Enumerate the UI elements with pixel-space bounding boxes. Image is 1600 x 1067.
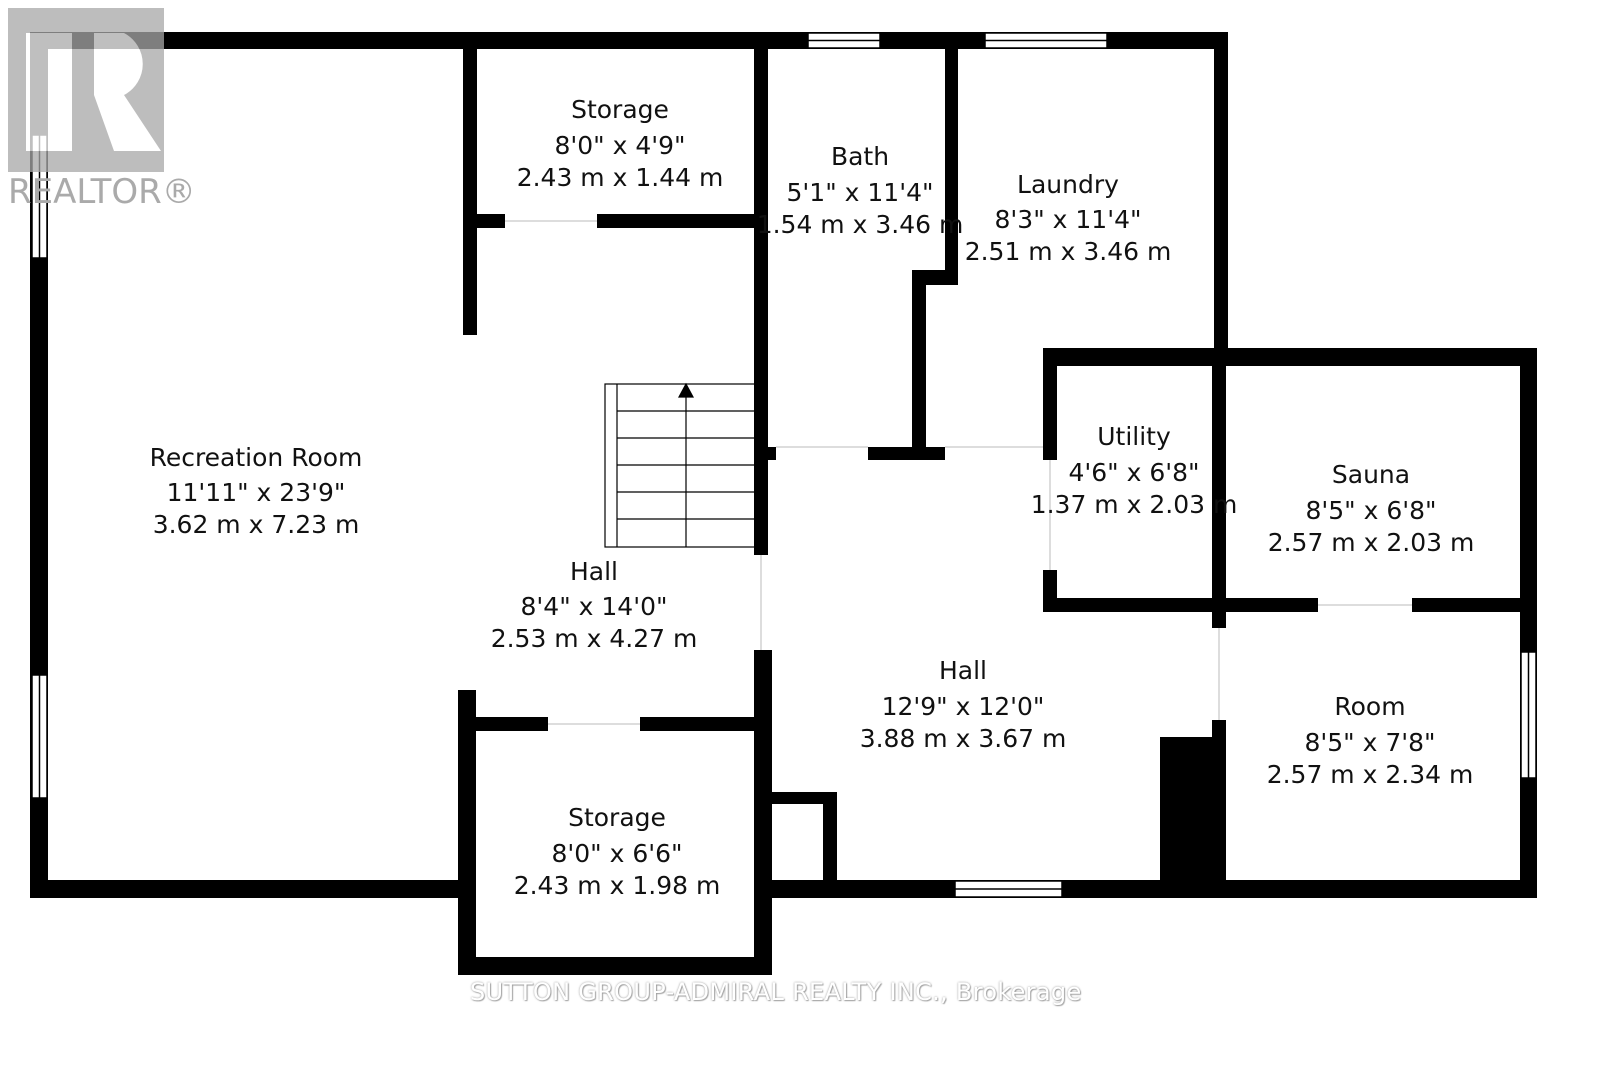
svg-text:2.51 m x 3.46 m: 2.51 m x 3.46 m bbox=[965, 237, 1172, 266]
svg-text:Laundry: Laundry bbox=[1017, 170, 1119, 199]
room-bath: Bath 5'1" x 11'4" 1.54 m x 3.46 m bbox=[757, 142, 964, 239]
svg-text:Room: Room bbox=[1334, 692, 1405, 721]
room-storage-top: Storage 8'0" x 4'9" 2.43 m x 1.44 m bbox=[517, 95, 724, 192]
stairs bbox=[604, 382, 756, 548]
svg-text:8'0" x 4'9": 8'0" x 4'9" bbox=[554, 131, 685, 160]
door-openings bbox=[505, 220, 1412, 725]
svg-text:3.62 m x 7.23 m: 3.62 m x 7.23 m bbox=[153, 510, 360, 539]
svg-text:2.43 m x 1.98 m: 2.43 m x 1.98 m bbox=[514, 871, 721, 900]
svg-text:Recreation Room: Recreation Room bbox=[150, 443, 363, 472]
room-hall-left: Hall 8'4" x 14'0" 2.53 m x 4.27 m bbox=[491, 557, 698, 653]
svg-text:8'3" x 11'4": 8'3" x 11'4" bbox=[995, 205, 1142, 234]
svg-text:2.57 m x 2.03 m: 2.57 m x 2.03 m bbox=[1268, 528, 1475, 557]
svg-text:11'11" x 23'9": 11'11" x 23'9" bbox=[167, 478, 346, 507]
svg-text:8'0" x 6'6": 8'0" x 6'6" bbox=[551, 839, 682, 868]
realtor-r-logo-icon bbox=[8, 8, 164, 172]
brokerage-watermark: SUTTON GROUP-ADMIRAL REALTY INC., Broker… bbox=[470, 978, 1082, 1006]
svg-text:2.57 m x 2.34 m: 2.57 m x 2.34 m bbox=[1267, 760, 1474, 789]
room-sauna: Sauna 8'5" x 6'8" 2.57 m x 2.03 m bbox=[1268, 460, 1475, 557]
svg-text:Utility: Utility bbox=[1097, 422, 1171, 451]
room-room: Room 8'5" x 7'8" 2.57 m x 2.34 m bbox=[1267, 692, 1474, 789]
stairs-up-arrow-icon bbox=[677, 382, 695, 398]
svg-text:Hall: Hall bbox=[570, 557, 618, 586]
svg-text:Hall: Hall bbox=[939, 656, 987, 685]
svg-text:Sauna: Sauna bbox=[1332, 460, 1410, 489]
svg-text:4'6" x 6'8": 4'6" x 6'8" bbox=[1068, 458, 1199, 487]
svg-text:1.37 m x 2.03 m: 1.37 m x 2.03 m bbox=[1031, 490, 1238, 519]
room-laundry: Laundry 8'3" x 11'4" 2.51 m x 3.46 m bbox=[965, 170, 1172, 266]
svg-text:Storage: Storage bbox=[568, 803, 666, 832]
room-storage-bottom: Storage 8'0" x 6'6" 2.43 m x 1.98 m bbox=[514, 803, 721, 900]
svg-text:8'4" x 14'0": 8'4" x 14'0" bbox=[521, 592, 668, 621]
svg-text:Storage: Storage bbox=[571, 95, 669, 124]
svg-text:Bath: Bath bbox=[831, 142, 889, 171]
walls bbox=[30, 32, 1537, 975]
realtor-logo-text: REALTOR® bbox=[8, 172, 196, 212]
room-utility: Utility 4'6" x 6'8" 1.37 m x 2.03 m bbox=[1031, 422, 1238, 519]
room-hall-center: Hall 12'9" x 12'0" 3.88 m x 3.67 m bbox=[860, 656, 1067, 753]
svg-text:2.43 m x 1.44 m: 2.43 m x 1.44 m bbox=[517, 163, 724, 192]
svg-text:8'5" x 6'8": 8'5" x 6'8" bbox=[1305, 496, 1436, 525]
svg-text:5'1" x 11'4": 5'1" x 11'4" bbox=[787, 178, 934, 207]
room-recreation-room: Recreation Room 11'11" x 23'9" 3.62 m x 7.… bbox=[150, 443, 363, 539]
svg-text:1.54 m x 3.46 m: 1.54 m x 3.46 m bbox=[757, 210, 964, 239]
svg-text:8'5" x 7'8": 8'5" x 7'8" bbox=[1304, 728, 1435, 757]
svg-text:3.88 m x 3.67 m: 3.88 m x 3.67 m bbox=[860, 724, 1067, 753]
svg-text:2.53 m x 4.27 m: 2.53 m x 4.27 m bbox=[491, 624, 698, 653]
svg-text:12'9" x 12'0": 12'9" x 12'0" bbox=[882, 692, 1045, 721]
